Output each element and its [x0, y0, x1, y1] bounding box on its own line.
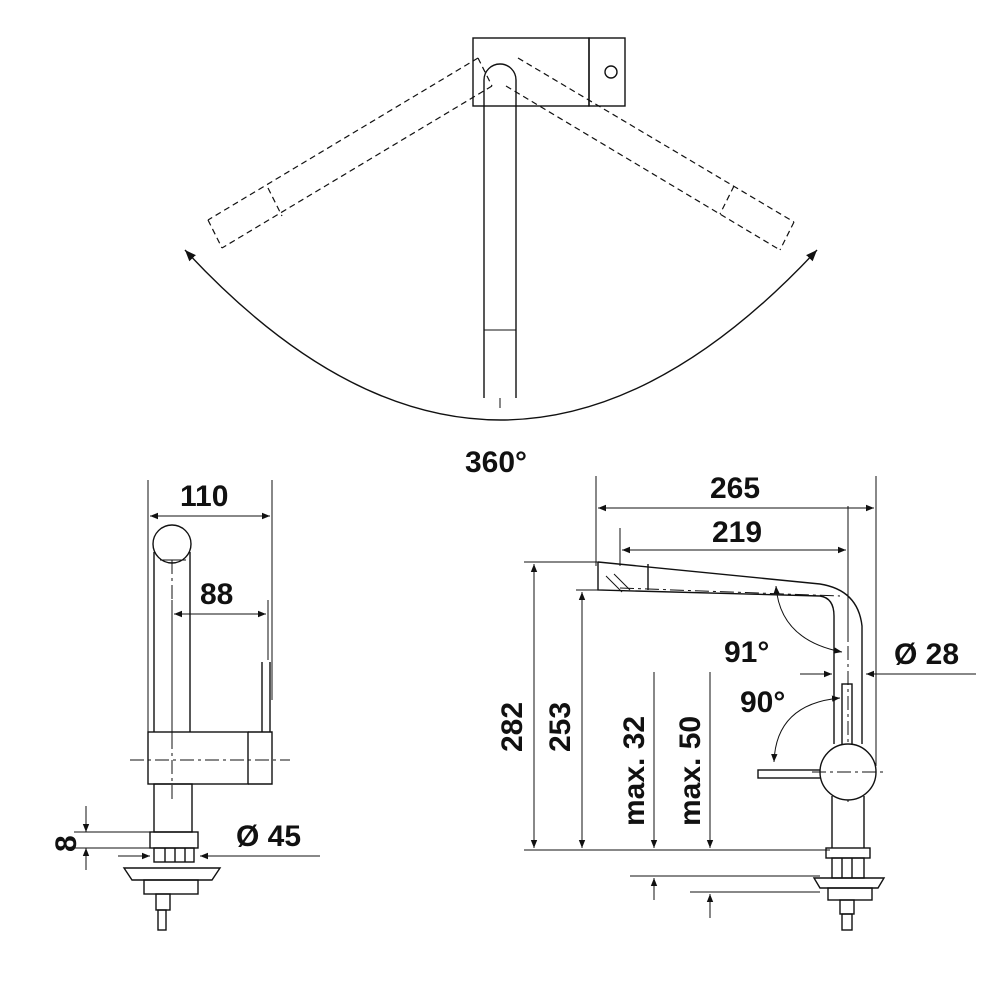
label-spout-angle: 91° — [724, 636, 769, 669]
front-view: 265 219 Ø 28 91° — [496, 472, 976, 931]
top-view: 360° — [184, 37, 818, 479]
mount-block — [472, 37, 590, 107]
rotation-label: 360° — [465, 446, 527, 479]
label-length-total: 265 — [710, 472, 760, 505]
label-spout-length: 219 — [712, 516, 762, 549]
front-lever — [841, 683, 853, 749]
label-base-diameter: Ø 45 — [236, 820, 301, 853]
label-width-total: 110 — [180, 480, 228, 513]
side-body — [147, 731, 249, 785]
side-base-plate — [122, 867, 222, 881]
mount-lever-block — [588, 37, 626, 107]
rotation-arc — [184, 249, 818, 421]
label-lever-angle: 90° — [740, 686, 785, 719]
side-nut — [149, 831, 199, 849]
side-spout-head — [152, 524, 192, 564]
label-nut-height: 8 — [50, 835, 83, 852]
label-spout-height: 253 — [544, 702, 577, 752]
label-max-thickness-a: max. 32 — [618, 716, 651, 826]
spout-swing-left — [207, 57, 493, 249]
label-body-diameter: Ø 28 — [894, 638, 959, 671]
spout-swing-right — [505, 57, 795, 251]
angle-lever — [771, 695, 841, 763]
mount-hole — [604, 65, 618, 79]
angle-spout — [773, 585, 843, 654]
label-spout-reach: 88 — [200, 578, 233, 611]
side-view: 110 88 8 — [50, 480, 320, 931]
label-max-thickness-b: max. 50 — [674, 716, 707, 826]
label-height-total: 282 — [496, 702, 529, 752]
front-spout — [597, 561, 863, 744]
spout-top-view — [483, 63, 517, 398]
